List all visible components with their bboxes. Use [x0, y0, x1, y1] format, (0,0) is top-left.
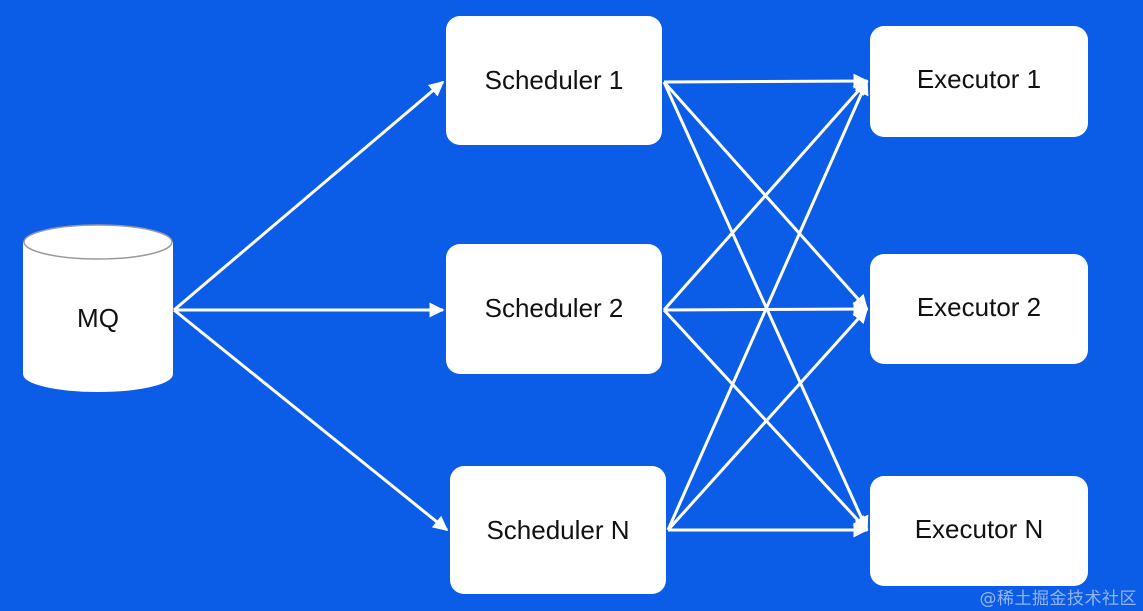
- executor-box: [870, 476, 1088, 586]
- scheduler-box: [450, 466, 666, 594]
- mq-label: MQ: [77, 303, 119, 333]
- executor-label: Executor 2: [917, 292, 1041, 322]
- scheduler-label: Scheduler 1: [485, 65, 624, 95]
- arrow-s1-to-e1: [663, 73, 869, 89]
- mq-node: MQ: [23, 224, 173, 392]
- executor-node-1: Executor 1: [870, 26, 1088, 137]
- arrow-mq-to-sn: [173, 308, 449, 532]
- scheduler-box: [446, 244, 662, 374]
- scheduler-label: Scheduler N: [486, 515, 629, 545]
- executor-node-2: Executor 2: [870, 254, 1088, 364]
- arrow-mq-to-s1: [173, 80, 445, 312]
- scheduler-node-1: Scheduler 1: [446, 16, 662, 145]
- executor-node-n: Executor N: [870, 476, 1088, 586]
- scheduler-label: Scheduler 2: [485, 293, 624, 323]
- executor-label: Executor 1: [917, 64, 1041, 94]
- mq-cylinder-top: [23, 224, 173, 260]
- scheduler-node-2: Scheduler 2: [446, 244, 662, 374]
- arrow-sn-to-e2: [666, 307, 869, 532]
- executor-box: [870, 26, 1088, 137]
- scheduler-node-n: Scheduler N: [450, 466, 666, 594]
- executor-box: [870, 254, 1088, 364]
- arrow-s2-to-e1: [662, 79, 869, 311]
- scheduler-box: [446, 16, 662, 145]
- arrow-s1-to-en: [662, 81, 869, 532]
- mq-cylinder-body: [23, 242, 173, 392]
- watermark-text: @稀土掘金技术社区: [979, 589, 1137, 609]
- executor-label: Executor N: [915, 514, 1044, 544]
- arrow-sn-to-e1: [666, 79, 869, 531]
- edges-layer: [173, 73, 869, 538]
